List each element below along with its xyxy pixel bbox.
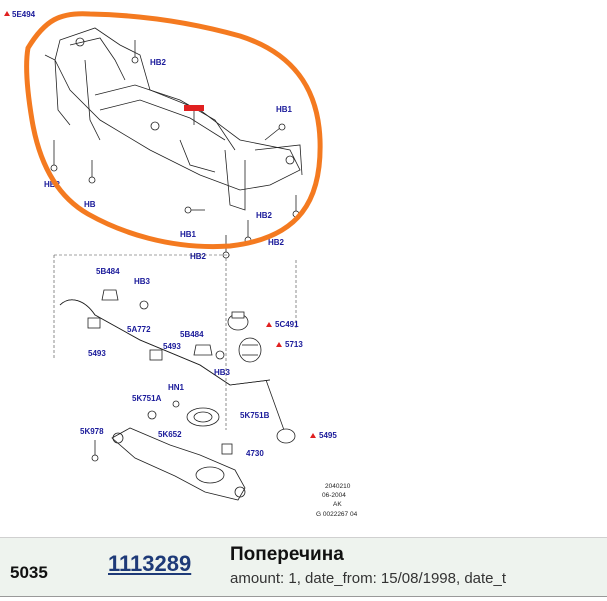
label-5493-b: 5493	[163, 342, 181, 351]
stamp-line3: AK	[333, 501, 342, 508]
label-hb2-a: HB2	[150, 58, 167, 67]
next-table-row	[0, 596, 607, 601]
label-hb2-b: HB2	[44, 180, 61, 189]
stamp-line4: G 0022267 04	[316, 511, 358, 518]
label-5k652: 5K652	[158, 430, 182, 439]
subframe-crossmember[interactable]	[44, 27, 303, 211]
bracket-5b484-right[interactable]	[193, 344, 213, 356]
label-hb-c: HB	[84, 200, 96, 209]
bolt-hb2-left[interactable]	[50, 140, 58, 172]
warning-triangle-icon	[266, 322, 272, 327]
label-5b484-b: 5B484	[180, 330, 204, 339]
label-hb3-b: HB3	[214, 368, 231, 377]
row-code: 5035	[10, 563, 48, 582]
bolt-hb1-center[interactable]	[184, 206, 205, 214]
cap-4730[interactable]	[221, 443, 233, 455]
part-details: amount: 1, date_from: 15/08/1998, date_t	[230, 570, 507, 587]
highlight-outline	[24, 11, 323, 250]
bolt-hb1-right[interactable]	[264, 123, 286, 141]
bolt-5k978[interactable]	[91, 440, 99, 462]
bolt-hb2-center-right[interactable]	[244, 220, 252, 244]
bushing-5493-right[interactable]	[149, 349, 163, 361]
bracket-5b484-left[interactable]	[101, 289, 119, 301]
label-hb2-e: HB2	[190, 252, 207, 261]
label-hb2-c: HB2	[256, 211, 273, 220]
lower-arm-5k652[interactable]	[111, 427, 246, 501]
stabilizer-bar[interactable]	[59, 299, 271, 386]
parts-table-row-border	[0, 537, 607, 598]
part-number-link[interactable]: 1113289	[108, 551, 192, 576]
bolt-hb2-top[interactable]	[131, 40, 139, 64]
label-hb1-a: HB1	[276, 105, 293, 114]
warning-triangle-icon	[310, 433, 316, 438]
label-5c491: 5C491	[275, 320, 299, 329]
diagram-svg: 5E494 HB2 HB1 HB2 HB HB1 HB2	[4, 10, 358, 518]
label-5713: 5713	[285, 340, 303, 349]
stamp-line2: 06-2004	[322, 492, 346, 499]
parts-table-row[interactable]	[0, 537, 607, 597]
warning-triangle-icon	[4, 11, 10, 16]
label-5a772: 5A772	[127, 325, 151, 334]
label-4730: 4730	[246, 449, 264, 458]
top-mount-5c491[interactable]	[227, 311, 249, 331]
label-hn1: HN1	[168, 383, 185, 392]
washer-5k751a[interactable]	[147, 410, 157, 420]
diagram-margin	[370, 0, 607, 527]
label-5k978: 5K978	[80, 427, 104, 436]
stamp-line1: 2040210	[325, 483, 351, 490]
label-5495: 5495	[319, 431, 337, 440]
part-name: Поперечина	[230, 544, 344, 565]
label-top-ref: 5E494	[12, 10, 36, 19]
spring-seat-5k751b[interactable]	[186, 407, 220, 427]
bushing-5493-left[interactable]	[87, 317, 101, 329]
label-hb2-d: HB2	[268, 238, 285, 247]
label-5b484-a: 5B484	[96, 267, 120, 276]
shock-absorber-5495[interactable]	[265, 379, 296, 444]
label-hb3-a: HB3	[134, 277, 151, 286]
bump-stop-5713[interactable]	[238, 337, 262, 363]
bolt-hb-left[interactable]	[88, 160, 96, 184]
exploded-parts-diagram: 5E494 HB2 HB1 HB2 HB HB1 HB2	[4, 10, 358, 518]
bolt-hb3-left[interactable]	[139, 300, 149, 310]
label-5k751b: 5K751B	[240, 411, 270, 420]
nut-hn1[interactable]	[172, 400, 180, 408]
label-5k751a: 5K751A	[132, 394, 162, 403]
bolt-hb3-right[interactable]	[215, 350, 225, 360]
label-hb1-b: HB1	[180, 230, 197, 239]
warning-triangle-icon	[276, 342, 282, 347]
label-5493-a: 5493	[88, 349, 106, 358]
highlight-marker	[184, 105, 204, 111]
